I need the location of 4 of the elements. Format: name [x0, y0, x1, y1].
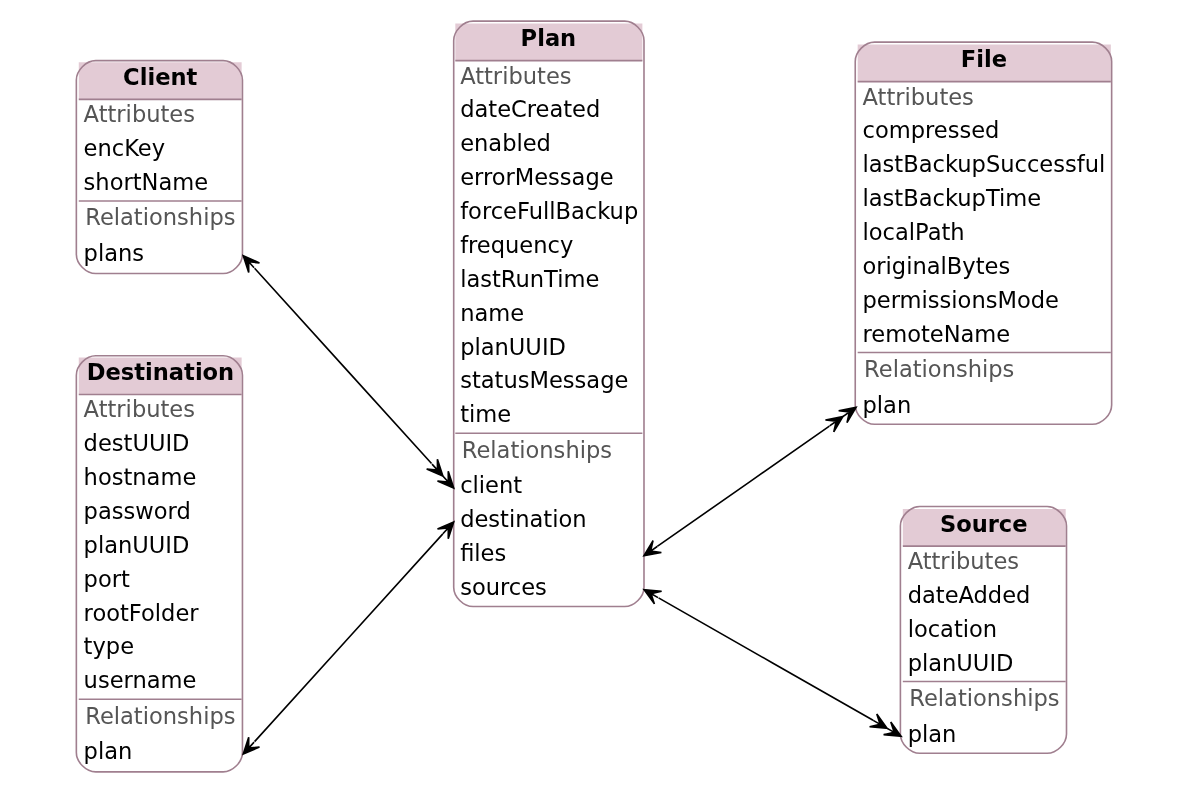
- arrow: [643, 588, 902, 738]
- arrow: [242, 521, 455, 755]
- arrow: [242, 255, 455, 489]
- arrow: [643, 406, 857, 557]
